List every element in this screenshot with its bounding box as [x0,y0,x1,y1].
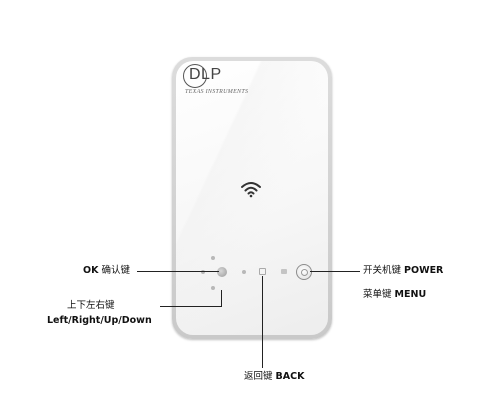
back-label-en: BACK [275,371,305,382]
back-label: 返回键 BACK [244,371,304,383]
ok-leader-line [137,271,219,272]
menu-label-en: MENU [394,289,427,300]
ok-label-cn: 确认键 [101,265,130,276]
power-label-cn: 开关机键 [363,265,402,276]
up-button[interactable] [211,256,215,260]
device-face [176,61,328,335]
menu-label: 菜单键 MENU [363,289,426,301]
back-label-cn: 返回键 [244,371,273,382]
down-button[interactable] [211,286,215,290]
dlp-logo-ring [183,64,207,88]
dlp-logo: DLP TEXAS INSTRUMENTS [183,62,248,102]
power-button[interactable] [296,264,312,280]
back-button[interactable] [259,268,266,275]
back-leader-line [262,276,263,368]
texas-instruments-text: TEXAS INSTRUMENTS [185,89,249,95]
ok-label-en: OK [83,265,99,276]
power-leader-line [310,271,360,272]
power-icon [301,269,308,276]
direction-leader-line-v [221,290,222,306]
direction-label-cn: 上下左右键 [67,300,115,311]
direction-label-en: Left/Right/Up/Down [47,315,152,326]
right-button[interactable] [242,270,246,274]
device-glare [176,61,328,335]
direction-leader-line-h [160,306,222,307]
left-button[interactable] [201,270,205,274]
power-label: 开关机键 POWER [363,265,443,277]
dlp-brand-text: DLP [189,66,222,83]
ok-label: OK 确认键 [83,265,130,277]
menu-button[interactable] [281,269,287,274]
power-label-en: POWER [404,265,444,276]
ok-button[interactable] [217,267,227,277]
projector-device [172,57,332,339]
wifi-icon [241,182,261,198]
menu-label-cn: 菜单键 [363,289,392,300]
